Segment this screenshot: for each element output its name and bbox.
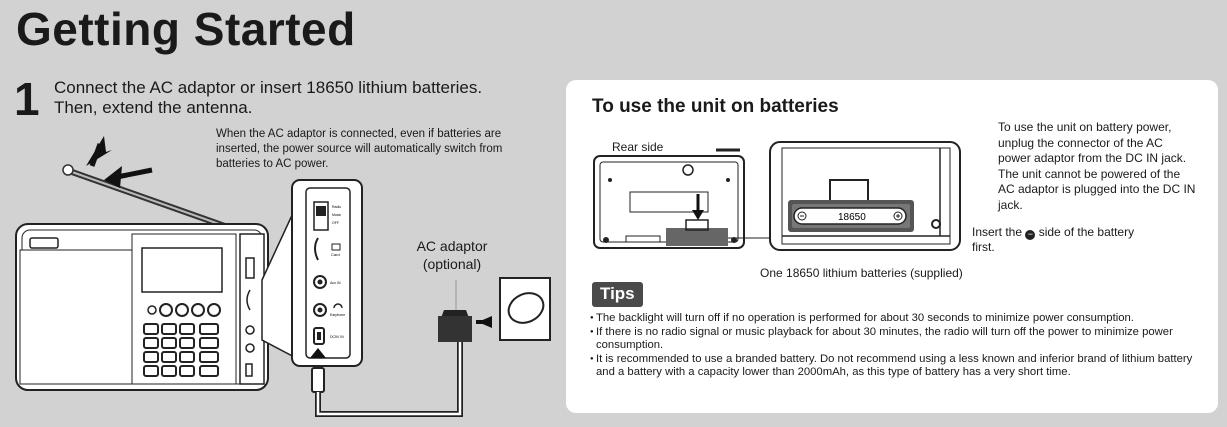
- insert-battery-note: Insert the − side of the battery first.: [972, 225, 1152, 255]
- minus-side-icon: −: [1025, 230, 1036, 240]
- insert-note-start: Insert the: [972, 225, 1026, 239]
- tip-item: If there is no radio signal or music pla…: [590, 326, 1208, 353]
- rear-side-label: Rear side: [612, 140, 664, 154]
- battery-power-note: To use the unit on battery power, unplug…: [998, 120, 1196, 212]
- ac-cable: [311, 340, 463, 417]
- ac-adaptor-line-1: AC adaptor: [416, 238, 488, 254]
- card-icon: [331, 243, 341, 251]
- dc-label: DC5V IN: [330, 335, 344, 339]
- dc-in-port: [313, 327, 325, 345]
- switch-label-radio: Radio: [332, 205, 341, 209]
- battery-illustration: 18650: [593, 141, 961, 251]
- tip-item: It is recommended to use a branded batte…: [590, 353, 1208, 380]
- minus-terminal-icon: [797, 211, 807, 221]
- headphone-icon: [333, 303, 343, 309]
- switch-label-music: Music: [332, 213, 341, 217]
- battery-label: 18650: [838, 212, 866, 223]
- plug-up-arrow-icon: [310, 348, 326, 358]
- step-number: 1: [14, 73, 40, 125]
- earphone-jack: [313, 303, 327, 317]
- side-panel-zoom: Radio Music OFF Card Aux IN Earphone DC5…: [291, 179, 363, 367]
- mode-switch: [313, 201, 329, 231]
- battery-section-title: To use the unit on batteries: [592, 96, 839, 117]
- plus-terminal-icon: [893, 211, 903, 221]
- tip-item: The backlight will turn off if no operat…: [590, 312, 1208, 326]
- power-source-note: When the AC adaptor is connected, even i…: [216, 128, 503, 170]
- step-instructions: Connect the AC adaptor or insert 18650 l…: [54, 78, 574, 118]
- ac-adaptor-line-2: (optional): [422, 256, 482, 272]
- wall-socket-icon: [499, 277, 551, 341]
- antenna: [62, 164, 239, 233]
- tips-list: The backlight will turn off if no operat…: [590, 312, 1208, 380]
- battery-compartment-zoom: 18650: [769, 141, 961, 251]
- card-label: Card: [331, 252, 340, 257]
- aux-label: Aux IN: [330, 281, 341, 285]
- switch-label-off: OFF: [332, 221, 339, 225]
- step-line-2: Then, extend the antenna.: [54, 98, 253, 117]
- aux-jack: [313, 275, 327, 289]
- insert-note-end: side of the battery first.: [972, 225, 1135, 254]
- ac-adaptor-icon: [438, 280, 492, 342]
- rear-side-radio: [593, 148, 745, 249]
- radio-illustration: Radio Music OFF Card Aux IN Earphone DC5…: [15, 136, 551, 417]
- battery-cell: [793, 207, 907, 225]
- card-slot: [314, 237, 319, 261]
- tips-badge: Tips: [592, 282, 643, 307]
- supplied-batteries-note: One 18650 lithium batteries (supplied): [760, 266, 963, 280]
- step-line-1: Connect the AC adaptor or insert 18650 l…: [54, 78, 483, 97]
- page-title: Getting Started: [16, 3, 356, 55]
- earphone-label: Earphone: [330, 313, 345, 317]
- radio-body: [15, 223, 269, 391]
- extend-arrow-icon: [86, 136, 153, 188]
- ac-adaptor-label: AC adaptor (optional): [404, 237, 500, 273]
